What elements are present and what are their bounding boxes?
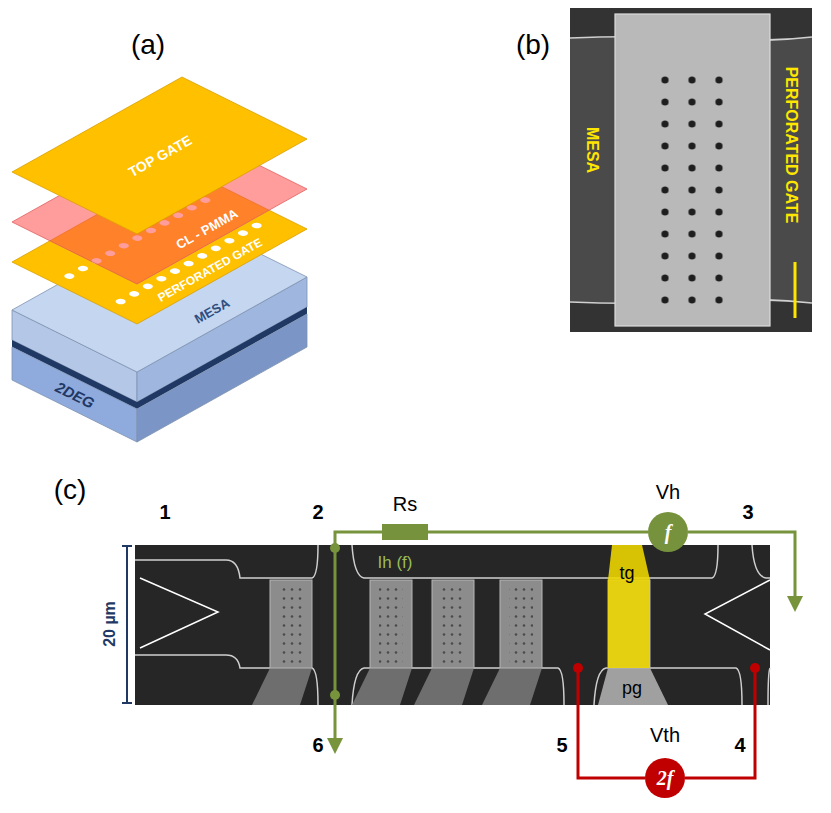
perforated-gate-sem bbox=[615, 14, 770, 326]
gate-hole bbox=[62, 272, 76, 280]
node-shape: 2f bbox=[645, 758, 685, 798]
source-body bbox=[648, 512, 688, 552]
gate-lead bbox=[252, 668, 312, 705]
gate-hole bbox=[127, 290, 141, 298]
gate-hole bbox=[195, 252, 209, 260]
panel-label: (b) bbox=[516, 31, 550, 59]
gate-holes bbox=[509, 586, 533, 664]
arrow-head bbox=[787, 596, 803, 612]
region-label: PERFORATED GATE bbox=[783, 67, 799, 224]
scale-label: 20 µm bbox=[102, 601, 118, 647]
contact-number: 5 bbox=[556, 735, 567, 755]
top-gate-highlight bbox=[608, 545, 650, 668]
gate-holes bbox=[652, 69, 733, 311]
perforated-gate bbox=[500, 580, 542, 668]
node-outline bbox=[382, 524, 428, 540]
sem-image-c bbox=[135, 545, 770, 705]
contact-number: 3 bbox=[742, 502, 753, 522]
gate-hole bbox=[181, 260, 195, 268]
lockin-circle: 2f bbox=[645, 758, 685, 798]
perforated-gate bbox=[270, 580, 312, 668]
gate-holes bbox=[441, 586, 465, 664]
gate-lead bbox=[482, 668, 542, 705]
gate-hole bbox=[154, 275, 168, 283]
gate-label: pg bbox=[622, 679, 642, 697]
gate-hole bbox=[113, 298, 127, 306]
contact-marker bbox=[140, 578, 218, 648]
gate-hole bbox=[236, 229, 250, 237]
source-body bbox=[645, 758, 685, 798]
gate-hole bbox=[249, 222, 263, 230]
frequency-label: f bbox=[665, 522, 672, 542]
gate-holes bbox=[279, 586, 303, 664]
current-wire bbox=[335, 532, 382, 740]
contact-number: 2 bbox=[312, 502, 323, 522]
contact-number: 1 bbox=[159, 502, 170, 522]
contact-dot bbox=[573, 663, 583, 673]
gate-hole bbox=[209, 245, 223, 253]
scale-bar bbox=[126, 546, 128, 703]
scale-bar-tick bbox=[122, 545, 132, 547]
contact-number: 6 bbox=[312, 735, 323, 755]
contact-dot bbox=[330, 690, 340, 700]
contact-number: 4 bbox=[734, 735, 745, 755]
scale-bar bbox=[794, 262, 797, 318]
panel-label: (a) bbox=[131, 31, 165, 59]
resistor-symbol: Rs bbox=[382, 493, 428, 540]
contact-dot bbox=[330, 543, 340, 553]
signal-label: Ih (f) bbox=[378, 554, 413, 571]
gate-lead bbox=[414, 668, 474, 705]
frequency-label: 2f bbox=[657, 768, 674, 788]
contact-dot bbox=[750, 663, 760, 673]
pg-lead bbox=[598, 668, 668, 705]
scale-bar-tick bbox=[122, 702, 132, 704]
node-shape bbox=[382, 524, 428, 540]
wire-connector bbox=[428, 531, 648, 534]
signal-label: Vth bbox=[650, 725, 680, 745]
contact-marker bbox=[705, 580, 770, 650]
perforated-gate bbox=[432, 580, 474, 668]
perforated-gate bbox=[370, 580, 412, 668]
gate-label: tg bbox=[619, 564, 634, 582]
region-label: MESA bbox=[584, 127, 600, 173]
panel-label: (c) bbox=[54, 476, 87, 504]
gate-hole bbox=[141, 283, 155, 291]
resistor-body bbox=[382, 524, 428, 540]
node-heading: Vh bbox=[656, 481, 680, 503]
gate-lead bbox=[352, 668, 412, 705]
sem-image-b bbox=[570, 8, 812, 332]
source-circle: Vh f bbox=[648, 481, 688, 552]
gate-holes bbox=[379, 586, 403, 664]
gate-hole bbox=[168, 267, 182, 275]
top-gate-layer bbox=[12, 77, 307, 234]
current-wire bbox=[688, 532, 795, 598]
node-shape: f bbox=[648, 512, 688, 552]
node-heading: Rs bbox=[393, 493, 417, 515]
gate-hole bbox=[76, 265, 90, 273]
gate-hole bbox=[222, 237, 236, 245]
arrow-head bbox=[327, 738, 343, 754]
